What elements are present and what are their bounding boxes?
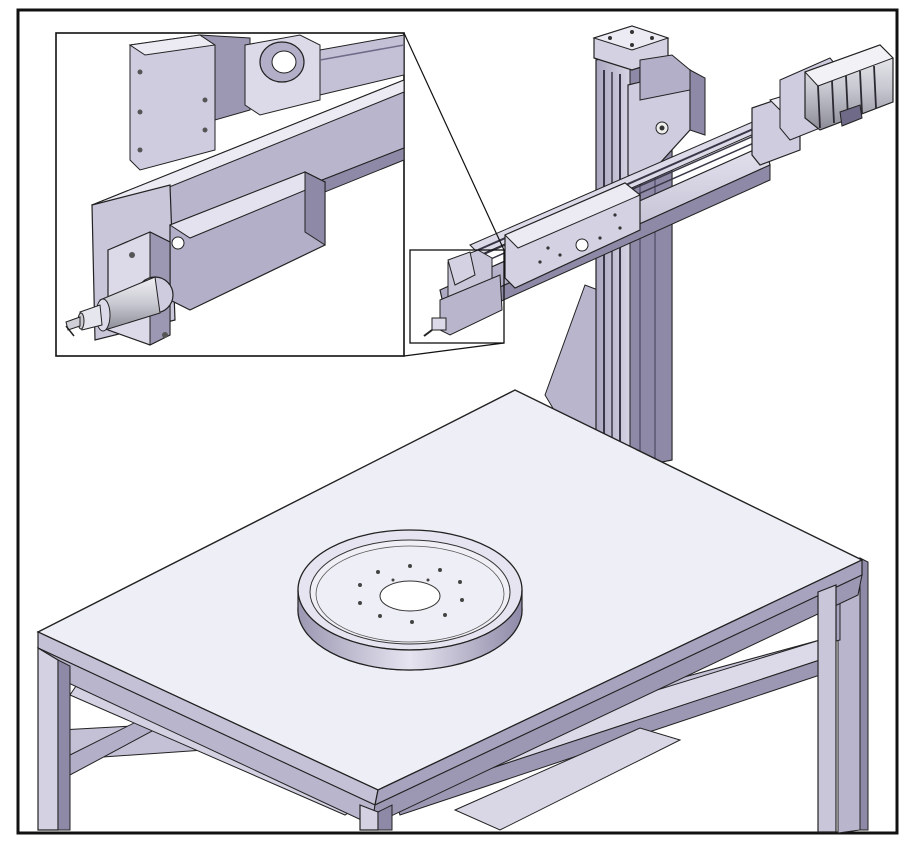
turntable-ring [297, 529, 523, 671]
tool-spindle [423, 251, 503, 337]
ring-bore [379, 580, 441, 612]
servo-motor [779, 44, 894, 141]
callout-box [409, 249, 505, 344]
table-leg-right [817, 584, 837, 833]
worktable [36, 389, 869, 834]
detail-inset [55, 32, 405, 357]
horizontal-arm [439, 93, 801, 326]
inset-spindle [65, 276, 174, 337]
table-leg-left [37, 646, 59, 831]
callout-lines [403, 32, 505, 357]
